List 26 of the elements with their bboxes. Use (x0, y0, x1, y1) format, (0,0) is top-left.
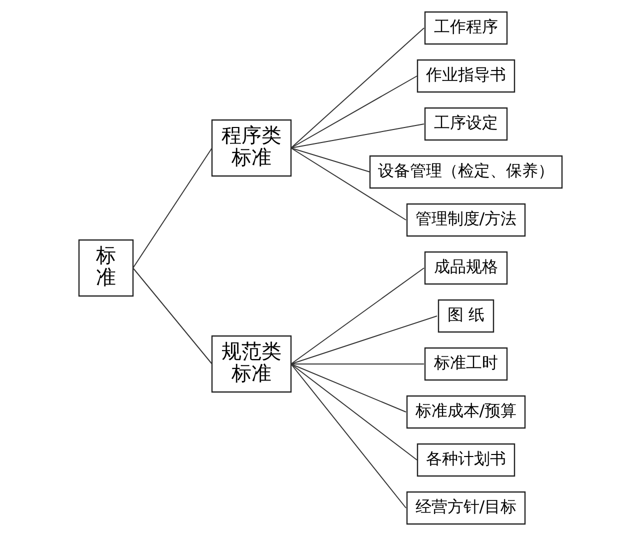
node-box: 标准 (78, 239, 134, 297)
connector (290, 364, 406, 412)
node-box: 规范类标准 (210, 335, 292, 393)
connector (290, 364, 406, 508)
node-box: 图 纸 (437, 299, 494, 333)
connector (290, 364, 417, 460)
node-box: 各种计划书 (416, 443, 515, 477)
connector (290, 148, 370, 172)
node-box: 标准工时 (424, 347, 508, 381)
node-box: 管理制度/方法 (406, 203, 526, 237)
node-box: 作业指导书 (416, 59, 515, 93)
node-box: 工作程序 (424, 11, 508, 45)
node-box: 经营方针/目标 (406, 491, 526, 525)
node-box: 程序类标准 (210, 119, 292, 177)
node-box: 设备管理（检定、保养） (368, 155, 562, 189)
connector (290, 76, 417, 148)
connector (132, 268, 212, 364)
node-box: 成品规格 (424, 251, 508, 285)
node-box: 标准成本/预算 (406, 395, 526, 429)
node-box: 工序设定 (424, 107, 508, 141)
connector (132, 148, 212, 268)
connector (290, 28, 424, 148)
connector (290, 316, 437, 364)
connector (290, 124, 424, 148)
connector (290, 148, 406, 220)
connector (290, 268, 424, 364)
